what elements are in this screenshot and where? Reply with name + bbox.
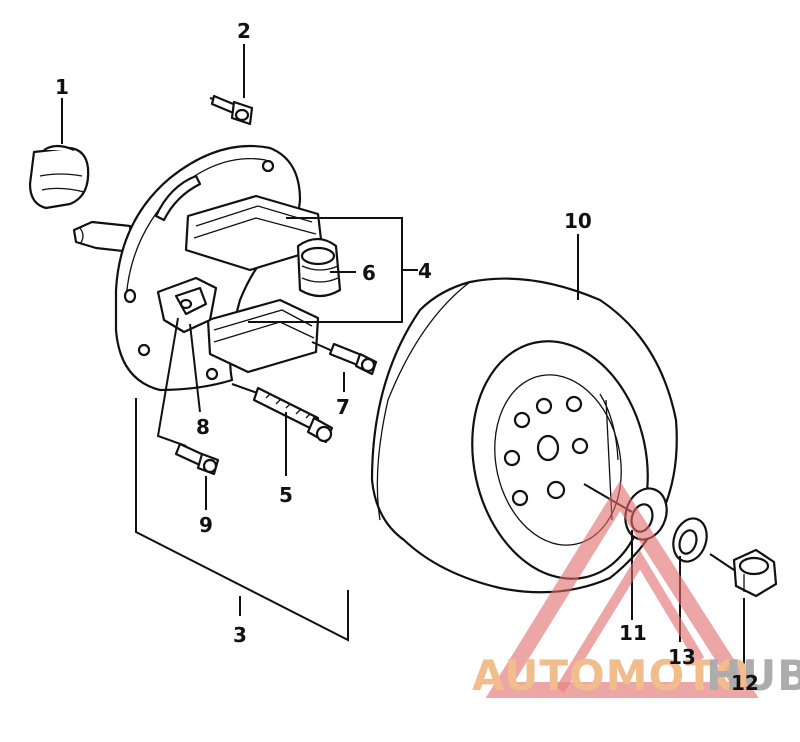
label-3: 3	[233, 623, 247, 647]
label-2: 2	[237, 19, 251, 43]
part-5-long-screw	[231, 383, 334, 444]
label-10: 10	[564, 209, 592, 233]
part-4-coils	[184, 194, 324, 374]
watermark-text-automoto: AUTOMOTO	[472, 651, 752, 700]
label-5: 5	[279, 483, 293, 507]
part-2-bolt	[209, 94, 254, 126]
label-7: 7	[336, 395, 350, 419]
label-11: 11	[619, 621, 647, 645]
automotohub-watermark-logo: AUTOMOTO HUB	[472, 480, 800, 700]
part-7-screw	[311, 341, 378, 376]
label-12: 12	[731, 671, 759, 695]
label-1: 1	[55, 75, 69, 99]
part-8-contact-breaker	[156, 276, 218, 334]
part-12-nut	[732, 548, 778, 598]
watermark-text-hub: HUB	[706, 651, 800, 700]
label-8: 8	[196, 415, 210, 439]
watermark-triangle	[485, 480, 759, 698]
label-9: 9	[199, 513, 213, 537]
label-13: 13	[668, 645, 696, 669]
part-9-screw	[174, 442, 220, 476]
part-1-grommet	[28, 144, 90, 210]
part-6-coil	[296, 237, 342, 298]
part-13-spring-washer	[672, 517, 708, 563]
label-6: 6	[362, 261, 376, 285]
label-4: 4	[418, 259, 432, 283]
